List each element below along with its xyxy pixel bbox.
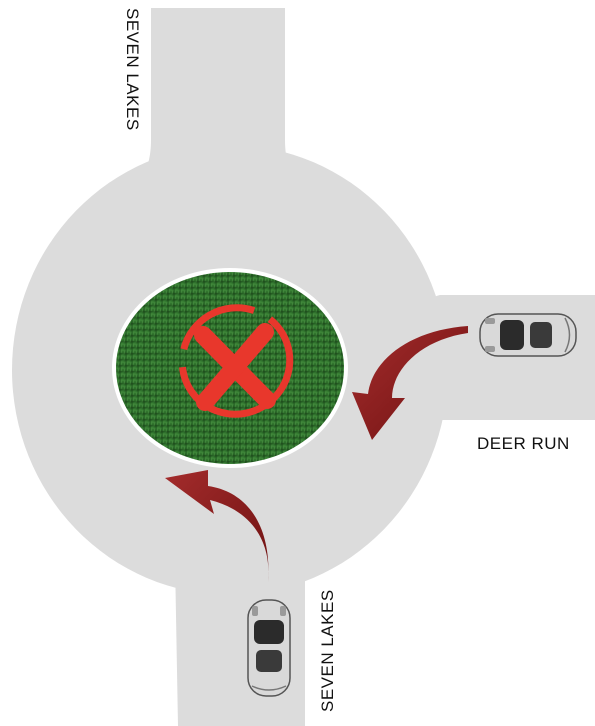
car-south (248, 600, 290, 696)
car-east (480, 314, 576, 356)
road-label-north: SEVEN LAKES (122, 8, 142, 131)
road-label-east: DEER RUN (477, 434, 570, 454)
road-label-south: SEVEN LAKES (318, 589, 338, 712)
